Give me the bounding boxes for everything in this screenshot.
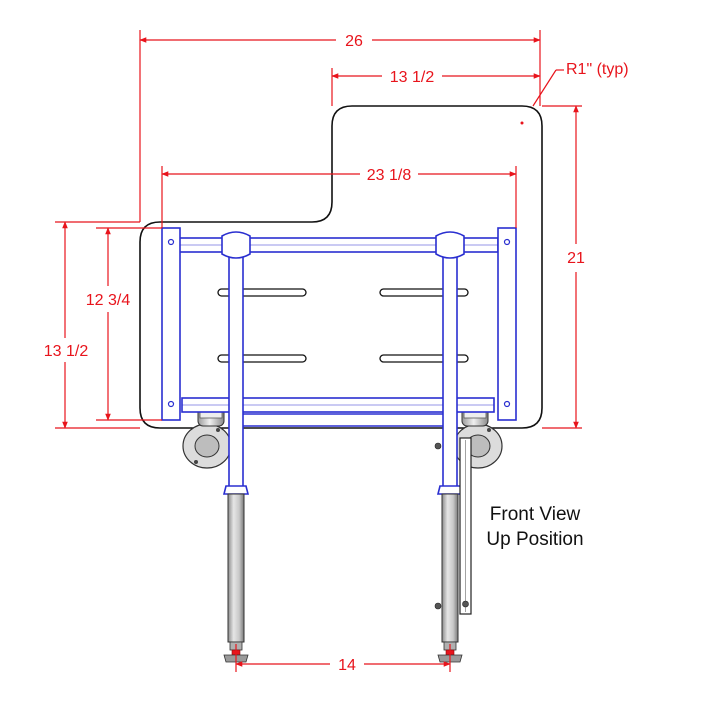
dimension-labels: 26 13 1/2 R1" (typ) 23 1/8 21 13 1/2 12 … bbox=[44, 33, 629, 674]
dim-radius-note: R1" (typ) bbox=[566, 61, 629, 78]
left-leg bbox=[223, 493, 249, 663]
dim-seat-depth: 13 1/2 bbox=[44, 343, 89, 360]
dimension-arrows bbox=[62, 37, 579, 667]
seat-outline bbox=[139, 105, 543, 429]
frame-bolts bbox=[167, 238, 511, 408]
dim-frame-height: 12 3/4 bbox=[86, 292, 131, 309]
caption-line-1: Front View bbox=[489, 504, 581, 525]
right-leg bbox=[437, 493, 463, 663]
caption-line-2: Up Position bbox=[486, 529, 584, 550]
dim-frame-width: 23 1/8 bbox=[367, 167, 412, 184]
seat-corner-mark bbox=[520, 121, 524, 125]
hinge-bar bbox=[434, 437, 472, 615]
seat-frame bbox=[161, 227, 517, 495]
view-caption: Front View Up Position bbox=[470, 502, 600, 552]
dim-leg-spacing: 14 bbox=[338, 657, 356, 674]
seat-slots bbox=[217, 288, 469, 363]
dim-overall-height: 21 bbox=[567, 250, 585, 267]
dim-notch-width: 13 1/2 bbox=[390, 69, 435, 86]
dim-overall-width: 26 bbox=[345, 33, 363, 50]
